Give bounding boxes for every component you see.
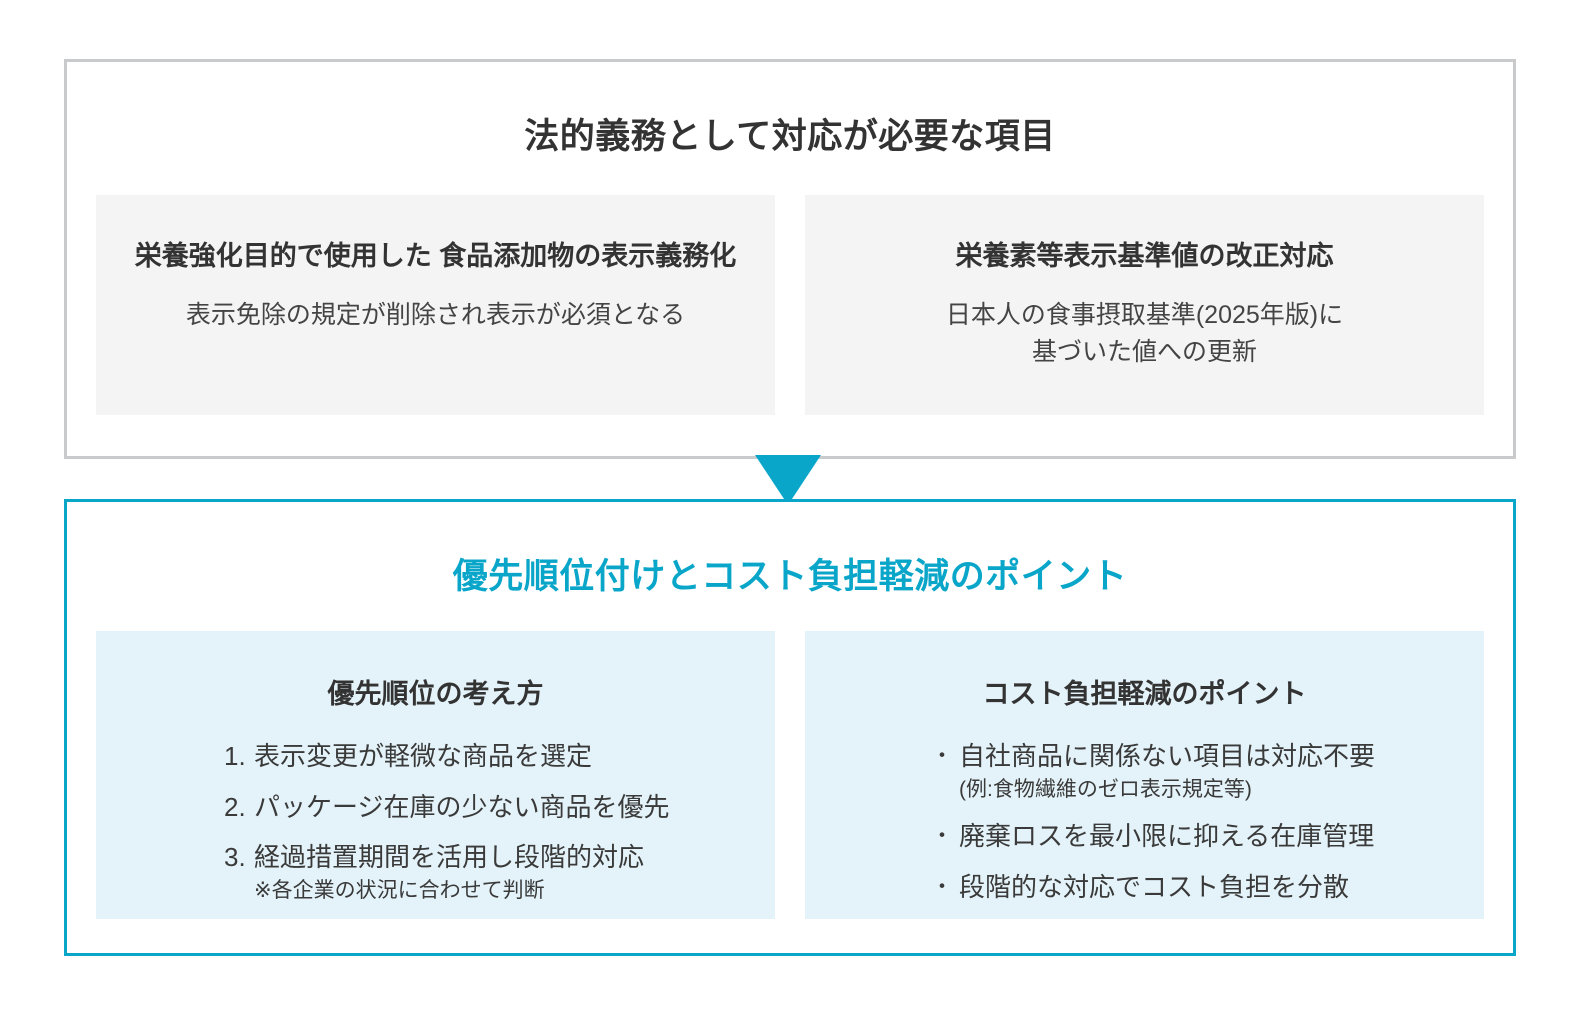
legal-card-heading: 栄養素等表示基準値の改正対応 — [955, 241, 1334, 271]
legal-card-description: 日本人の食事摂取基準(2025年版)に 基づいた値への更新 — [945, 301, 1344, 367]
list-marker: 1. — [224, 741, 246, 772]
list-text: 表示変更が軽微な商品を選定 — [254, 741, 593, 772]
list-item: ・ 段階的な対応でコスト負担を分散 — [931, 870, 1462, 905]
list-marker: 3. — [224, 842, 246, 873]
legal-panel-title: 法的義務として対応が必要な項目 — [524, 117, 1056, 156]
legal-card-heading: 栄養強化目的で使用した 食品添加物の表示義務化 — [134, 241, 737, 271]
list-marker: 2. — [224, 791, 246, 822]
list-note: (例:食物繊維のゼロ表示規定等) — [959, 777, 1252, 801]
priority-card-cost-reduction: コスト負担軽減のポイント ・ 自社商品に関係ない項目は対応不要 (例:食物繊維の… — [805, 631, 1484, 919]
cost-bullet-list: ・ 自社商品に関係ない項目は対応不要 (例:食物繊維のゼロ表示規定等) ・ 廃棄… — [827, 739, 1462, 904]
priority-panel-title: 優先順位付けとコスト負担軽減のポイント — [452, 557, 1128, 596]
list-body: 自社商品に関係ない項目は対応不要 (例:食物繊維のゼロ表示規定等) — [959, 739, 1462, 803]
list-note: ※各企業の状況に合わせて判断 — [254, 879, 545, 903]
legal-card-row: 栄養強化目的で使用した 食品添加物の表示義務化 表示免除の規定が削除され表示が必… — [96, 195, 1484, 415]
list-item: ・ 自社商品に関係ない項目は対応不要 (例:食物繊維のゼロ表示規定等) — [931, 739, 1462, 803]
list-body: 経過措置期間を活用し段階的対応 ※各企業の状況に合わせて判断 — [254, 840, 753, 904]
list-item: 2. パッケージ在庫の少ない商品を優先 — [224, 790, 753, 825]
list-item: 3. 経過措置期間を活用し段階的対応 ※各企業の状況に合わせて判断 — [224, 840, 753, 904]
list-body: 表示変更が軽微な商品を選定 — [254, 739, 753, 774]
list-text: パッケージ在庫の少ない商品を優先 — [254, 791, 670, 822]
list-item: ・ 廃棄ロスを最小限に抑える在庫管理 — [931, 819, 1462, 854]
priority-card-heading: 優先順位の考え方 — [327, 679, 544, 709]
priority-card-row: 優先順位の考え方 1. 表示変更が軽微な商品を選定 2. パッケージ在庫の少ない… — [96, 631, 1484, 919]
legal-card-description: 表示免除の規定が削除され表示が必須となる — [185, 301, 686, 330]
list-body: 段階的な対応でコスト負担を分散 — [959, 870, 1462, 905]
priority-card-ordering-approach: 優先順位の考え方 1. 表示変更が軽微な商品を選定 2. パッケージ在庫の少ない… — [96, 631, 775, 919]
bullet-icon: ・ — [931, 743, 954, 769]
list-text: 廃棄ロスを最小限に抑える在庫管理 — [959, 821, 1375, 852]
triangle-down-icon — [755, 455, 821, 505]
legal-card-additive-labeling: 栄養強化目的で使用した 食品添加物の表示義務化 表示免除の規定が削除され表示が必… — [96, 195, 775, 415]
priority-card-heading: コスト負担軽減のポイント — [982, 679, 1307, 709]
bullet-icon: ・ — [931, 873, 954, 899]
priority-and-cost-panel: 優先順位付けとコスト負担軽減のポイント 優先順位の考え方 1. 表示変更が軽微な… — [64, 499, 1516, 956]
bullet-icon: ・ — [931, 823, 954, 849]
priority-ordered-list: 1. 表示変更が軽微な商品を選定 2. パッケージ在庫の少ない商品を優先 3. — [118, 739, 753, 904]
list-body: パッケージ在庫の少ない商品を優先 — [254, 790, 753, 825]
legal-card-nutrient-reference-values: 栄養素等表示基準値の改正対応 日本人の食事摂取基準(2025年版)に 基づいた値… — [805, 195, 1484, 415]
list-text: 段階的な対応でコスト負担を分散 — [959, 871, 1350, 902]
list-body: 廃棄ロスを最小限に抑える在庫管理 — [959, 819, 1462, 854]
legal-obligations-panel: 法的義務として対応が必要な項目 栄養強化目的で使用した 食品添加物の表示義務化 … — [64, 59, 1516, 459]
list-text: 経過措置期間を活用し段階的対応 — [254, 842, 645, 873]
list-item: 1. 表示変更が軽微な商品を選定 — [224, 739, 753, 774]
list-text: 自社商品に関係ない項目は対応不要 — [959, 741, 1376, 772]
